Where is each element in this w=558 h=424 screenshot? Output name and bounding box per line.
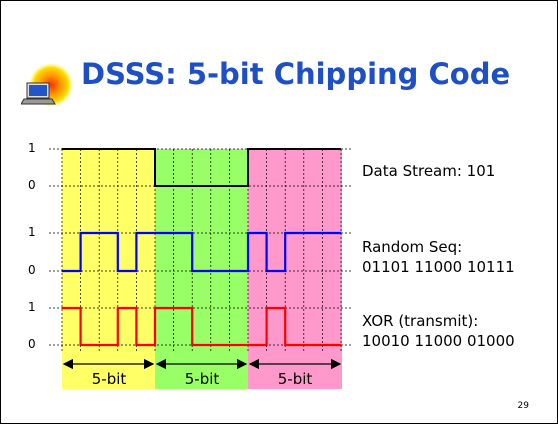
xor-low-tick: 0 <box>28 337 36 351</box>
data-stream-label: Data Stream: 101 <box>362 162 496 180</box>
xor-value: 10010 11000 01000 <box>362 332 515 350</box>
xor-high-tick: 1 <box>28 300 36 314</box>
segment-3-background <box>248 149 342 389</box>
segment-3-label: 5-bit <box>277 370 313 388</box>
laptop-logo-icon <box>21 63 73 107</box>
random-high-tick: 1 <box>28 225 36 239</box>
data-low-tick: 0 <box>28 178 36 192</box>
segment-1-background <box>62 149 155 389</box>
segment-1-label: 5-bit <box>91 370 127 388</box>
random-low-tick: 0 <box>28 263 36 277</box>
segment-2-background <box>155 149 248 389</box>
xor-title: XOR (transmit): <box>362 312 479 330</box>
xor-waveform <box>62 306 341 347</box>
random-seq-value: 01101 11000 10111 <box>362 258 515 276</box>
data-stream-waveform <box>62 148 341 187</box>
page-number: 29 <box>517 401 529 411</box>
segment-2-label: 5-bit <box>184 370 220 388</box>
random-sequence-waveform <box>62 231 341 273</box>
data-high-tick: 1 <box>28 141 36 155</box>
slide-title: DSSS: 5-bit Chipping Code <box>81 57 511 91</box>
random-seq-title: Random Seq: <box>362 238 463 256</box>
